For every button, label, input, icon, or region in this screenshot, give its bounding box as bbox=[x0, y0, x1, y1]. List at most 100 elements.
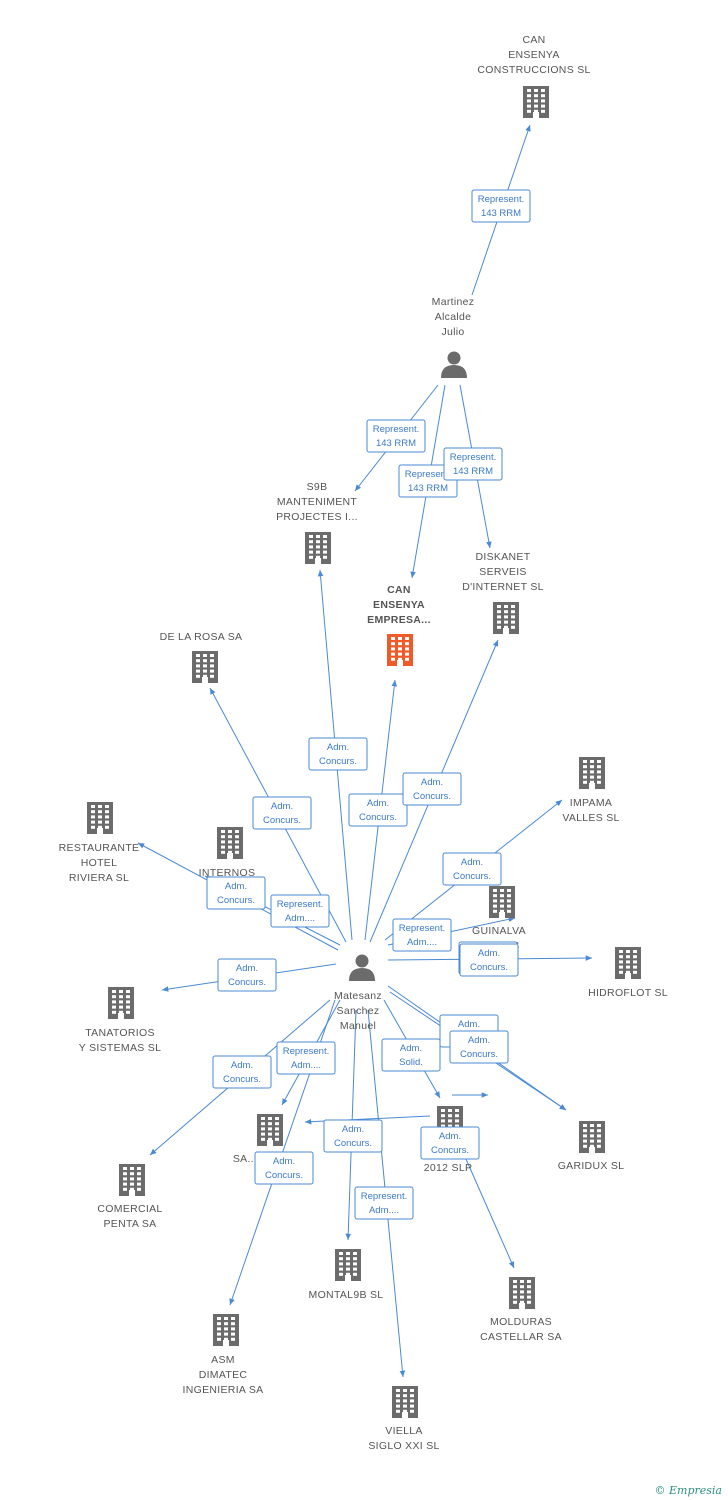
node-label: 2012 SLP bbox=[424, 1162, 473, 1174]
building-icon bbox=[87, 802, 113, 834]
node-label: Julio bbox=[441, 326, 464, 338]
node-label: Sanchez bbox=[337, 1005, 380, 1017]
edge-label-line: Adm.... bbox=[407, 937, 437, 948]
edge-label-martinez-to-canens_cons[interactable]: Represent. 143 RRM bbox=[471, 189, 531, 223]
building-icon bbox=[108, 987, 134, 1019]
edge-label-line: Concurs. bbox=[460, 1049, 498, 1060]
node-montal9b[interactable]: MONTAL9B SL bbox=[309, 1249, 384, 1301]
edge-label-matesanz-to-comercial[interactable]: Adm.Concurs. bbox=[212, 1055, 272, 1089]
edge-label-line: Adm.... bbox=[291, 1060, 321, 1071]
edge-label-line: Concurs. bbox=[319, 756, 357, 767]
edge-label-slp2012-to-guinalva[interactable]: Adm. Concurs. bbox=[459, 943, 519, 977]
edge-label-line: Represent. bbox=[361, 1191, 407, 1202]
node-label: SA... bbox=[233, 1153, 257, 1165]
edge-label-line: 143 RRM bbox=[453, 466, 493, 477]
person-icon bbox=[349, 954, 375, 981]
edge-label-line: Concurs. bbox=[263, 815, 301, 826]
node-label: Y SISTEMAS SL bbox=[79, 1042, 162, 1054]
node-label: HOTEL bbox=[81, 857, 118, 869]
building-icon bbox=[523, 86, 549, 118]
edge-label-matesanz-to-guinalva[interactable]: Represent. Adm.... bbox=[392, 918, 452, 952]
node-label: TANATORIOS bbox=[85, 1027, 155, 1039]
edge-label-matesanz-to-canens_emp[interactable]: Adm.Concurs. bbox=[348, 793, 408, 827]
edge-label-martinez-to-s9b[interactable]: Represent. 143 RRM bbox=[366, 419, 426, 453]
edge-label-line: Concurs. bbox=[470, 962, 508, 973]
building-icon bbox=[387, 634, 413, 666]
node-garidux[interactable]: GARIDUX SL bbox=[558, 1121, 625, 1172]
node-sa[interactable]: SA... bbox=[233, 1114, 283, 1165]
node-label: VIELLA bbox=[385, 1425, 422, 1437]
node-label: RIVIERA SL bbox=[69, 872, 129, 884]
edge-label-matesanz-to-s9b[interactable]: Adm. Concurs. bbox=[308, 737, 368, 771]
edge-label-matesanz-to-montal9b[interactable]: Represent.Adm.... bbox=[354, 1186, 414, 1220]
edge-label-line: Adm. bbox=[461, 857, 483, 868]
node-restaurante[interactable]: RESTAURANTE HOTEL RIVIERA SL bbox=[59, 802, 140, 884]
edge-label-matesanz-to-impama[interactable]: Adm. Concurs. bbox=[442, 852, 502, 886]
edge-label-line: Adm. bbox=[327, 742, 349, 753]
edge-label-matesanz-to-asm[interactable]: Adm.Concurs. bbox=[254, 1151, 314, 1185]
edge-label-line: Adm. bbox=[478, 948, 500, 959]
edge-label-line: Represent. bbox=[478, 194, 524, 205]
edge-label-line: 143 RRM bbox=[408, 483, 448, 494]
edge-label-matesanz-to-delarosa[interactable]: Adm.Concurs. bbox=[252, 796, 312, 830]
node-tanatorios[interactable]: TANATORIOS Y SISTEMAS SL bbox=[79, 987, 162, 1054]
node-label: DISKANET bbox=[476, 551, 531, 563]
node-label: SERVEIS bbox=[479, 566, 526, 578]
node-label: MANTENIMENT bbox=[277, 496, 358, 508]
edge-label-martinez-to-canens_emp[interactable]: Represent. 143 RRM bbox=[398, 464, 458, 498]
building-icon bbox=[213, 1314, 239, 1346]
node-label: ASM bbox=[211, 1354, 235, 1366]
node-hidroflot[interactable]: HIDROFLOT SL bbox=[588, 947, 668, 999]
edge-label-line: Adm. bbox=[458, 1019, 480, 1030]
edge-label-line: Represent. bbox=[373, 424, 419, 435]
edge-label-matesanz-to-diskanet[interactable]: Adm.Concurs. bbox=[402, 772, 462, 806]
node-label: COMERCIAL bbox=[97, 1203, 162, 1215]
edge-label-line: 143 RRM bbox=[481, 208, 521, 219]
node-label: CAN bbox=[522, 34, 545, 46]
edge-label-matesanz-to-restaurante[interactable]: Adm.Concurs. bbox=[206, 876, 266, 910]
edge-label-matesanz-to-garidux[interactable]: Adm. Concurs. bbox=[449, 1030, 509, 1064]
person-icon bbox=[441, 351, 467, 378]
empresia-watermark: © Empresia bbox=[655, 1484, 723, 1497]
copyright-symbol: © bbox=[654, 1484, 666, 1497]
node-label: CAN bbox=[387, 584, 411, 596]
node-label: RESTAURANTE bbox=[59, 842, 140, 854]
edge-label-matesanz-to-sa[interactable]: Represent.Adm.... bbox=[276, 1041, 336, 1075]
edge-label-matesanz-to-slp2012[interactable]: Adm.Solid. bbox=[381, 1038, 441, 1072]
node-label: Alcalde bbox=[435, 311, 472, 323]
building-icon bbox=[257, 1114, 283, 1146]
edge-label-line: Adm. bbox=[236, 963, 258, 974]
edge-label-line: Adm. bbox=[225, 881, 247, 892]
edge-label-line: Adm. bbox=[468, 1035, 490, 1046]
edge-label-line: Represent. bbox=[405, 469, 451, 480]
node-delarosa[interactable]: DE LA ROSA SA bbox=[160, 631, 243, 683]
edge-label-line: Adm. bbox=[367, 798, 389, 809]
edge-label-line: Adm. bbox=[342, 1124, 364, 1135]
edge-label-slp2012-to-sa[interactable]: Adm.Concurs. bbox=[323, 1119, 383, 1153]
edge-label-matesanz-to-tanatorios[interactable]: Adm.Concurs. bbox=[217, 958, 277, 992]
edge-label-martinez-to-diskanet[interactable]: Represent.143 RRM bbox=[443, 447, 503, 481]
building-icon bbox=[509, 1277, 535, 1309]
edge-label-line: Concurs. bbox=[453, 871, 491, 882]
building-icon bbox=[119, 1164, 145, 1196]
edge-label-line: Represent. bbox=[399, 923, 445, 934]
node-label: VALLES SL bbox=[562, 812, 619, 824]
node-label: INGENIERIA SA bbox=[183, 1384, 264, 1396]
node-canens_emp[interactable]: CANENSENYAEMPRESA... bbox=[367, 584, 431, 666]
edge-label-slp2012-to-molduras[interactable]: Adm.Concurs. bbox=[420, 1126, 480, 1160]
node-label: Martinez bbox=[432, 296, 475, 308]
edge-label-line: 143 RRM bbox=[376, 438, 416, 449]
edge-label-matesanz-to-internos[interactable]: Represent.Adm.... bbox=[270, 894, 330, 928]
